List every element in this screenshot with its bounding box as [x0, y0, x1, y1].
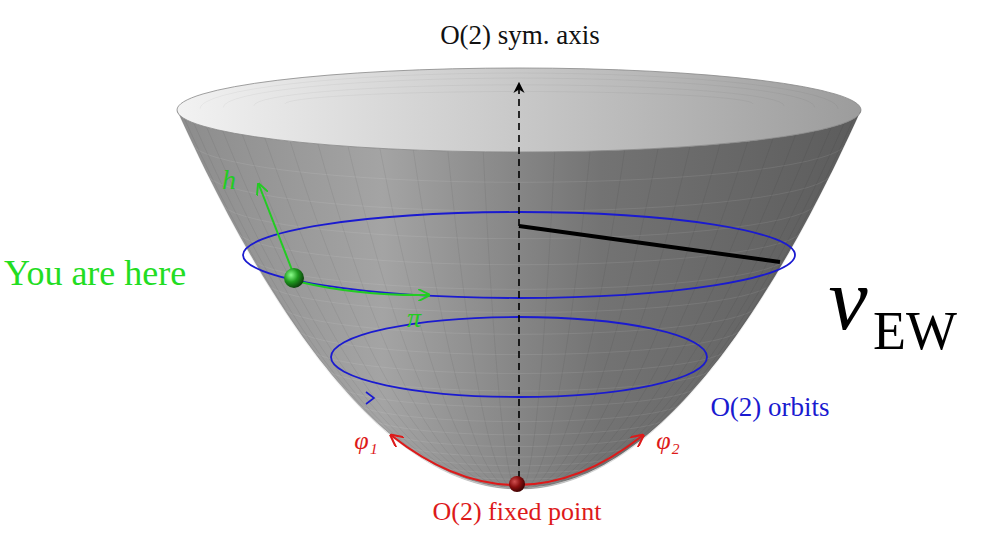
symmetry-axis [518, 84, 520, 478]
mesh-meridian [184, 119, 519, 488]
orbits-label: O(2) orbits [710, 393, 829, 423]
mesh-meridian [413, 150, 519, 489]
mesh-meridian [223, 131, 519, 488]
mesh-meridian [519, 119, 854, 488]
vev-subscript: EW [873, 302, 957, 361]
goldstone-arrow [300, 282, 428, 295]
mesh-meridian [519, 131, 815, 488]
mesh-meridian [519, 138, 773, 488]
field-label: φ₁ [354, 427, 377, 456]
mesh-meridian [242, 135, 519, 489]
mesh-meridian [519, 114, 859, 488]
you-are-here-label: You are here [4, 254, 186, 294]
fixed-point-ball [509, 476, 525, 492]
mesh-meridian [519, 141, 748, 488]
mesh-meridian [265, 138, 519, 488]
field-label: h [222, 165, 236, 196]
vev-symbol: v [828, 252, 867, 349]
mesh-meridian [483, 152, 519, 489]
bowl-mesh [179, 114, 859, 489]
mesh-meridian [519, 135, 796, 489]
mesh-meridian [380, 148, 519, 489]
field-label: π [407, 303, 421, 334]
mesh-meridian [290, 141, 519, 488]
mesh-meridian [519, 127, 831, 488]
mesh-meridian [519, 123, 844, 488]
higgs-arrow [259, 185, 292, 270]
fixed-point-label: O(2) fixed point [433, 498, 602, 527]
mesh-meridian [179, 114, 519, 488]
mesh-meridian [207, 127, 519, 488]
mesh-meridian [519, 144, 720, 489]
mesh-meridian [519, 148, 658, 489]
mesh-meridian [318, 144, 519, 489]
mesh-meridian [519, 151, 590, 489]
mesh-meridian [519, 150, 625, 489]
field-label: φ₂ [656, 427, 679, 456]
mesh-meridian [519, 152, 555, 489]
mesh-meridian [194, 123, 519, 488]
vev-radius [519, 226, 780, 262]
axis-label: O(2) sym. axis [440, 21, 600, 51]
orbit-arrow [366, 392, 374, 404]
mesh-meridian [448, 151, 519, 489]
vacuum-ball [284, 268, 304, 288]
